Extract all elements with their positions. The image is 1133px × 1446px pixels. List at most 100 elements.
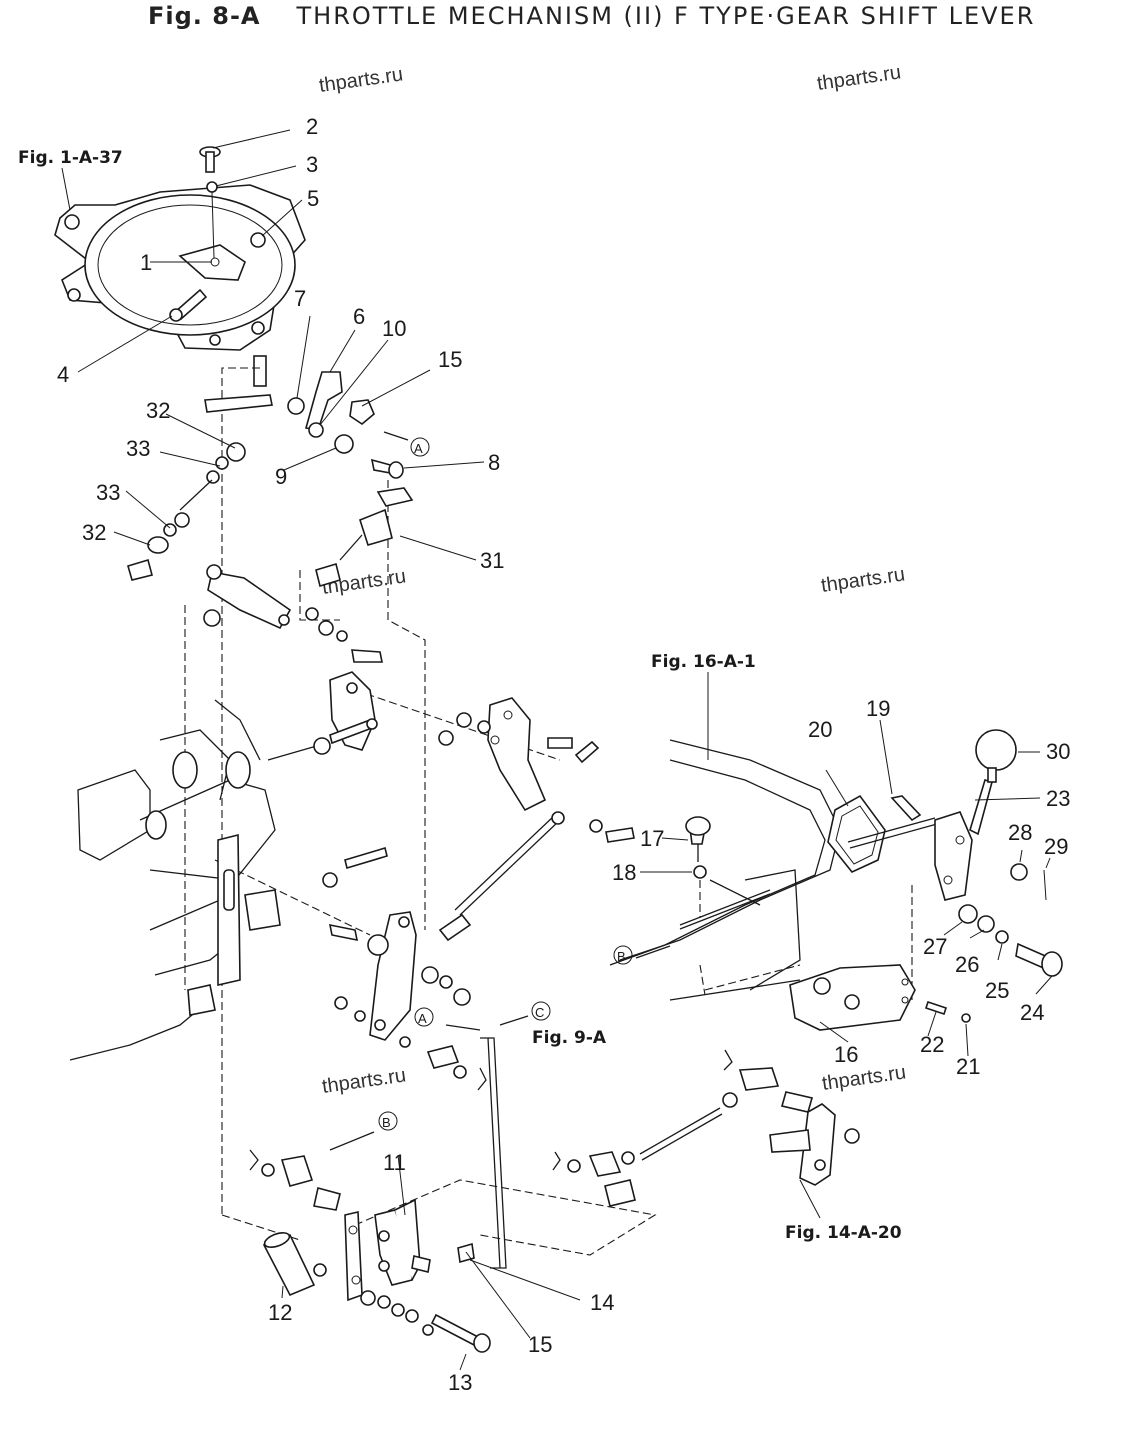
bottom-washers bbox=[360, 1290, 434, 1336]
cable-lower-2 bbox=[679, 893, 771, 930]
marker-b-right: B bbox=[613, 945, 671, 965]
lower-control-lever bbox=[367, 911, 417, 1041]
callout-15-top: 15 bbox=[438, 347, 462, 372]
callout-16: 16 bbox=[834, 1042, 858, 1067]
pin-part-29 bbox=[1043, 869, 1047, 901]
callout-33-bottom: 33 bbox=[96, 480, 120, 505]
washer-stack-middle bbox=[305, 607, 383, 663]
spring-part-22 bbox=[924, 1000, 948, 1016]
ref-fig-9-a: Fig. 9-A bbox=[532, 1028, 607, 1048]
pivot-stud bbox=[253, 355, 267, 387]
cable-lower bbox=[679, 889, 771, 926]
callout-13: 13 bbox=[448, 1370, 472, 1395]
spring-clip-part-15-top bbox=[349, 399, 375, 425]
watermark-1: thparts.ru bbox=[318, 63, 405, 97]
leader-fig-14-a-20 bbox=[799, 1179, 821, 1219]
figure-title: Fig. 8-A THROTTLE MECHANISM (II) F TYPE·G… bbox=[148, 2, 1035, 30]
ball-part-21 bbox=[961, 1013, 971, 1023]
washer-part-3 bbox=[206, 181, 218, 193]
callout-28: 28 bbox=[1008, 820, 1032, 845]
washer-part-10 bbox=[308, 422, 324, 438]
leader-fig-1-a-37 bbox=[61, 167, 71, 211]
bottom-linkage bbox=[249, 1149, 341, 1211]
ref-fig-1-a-37: Fig. 1-A-37 bbox=[18, 148, 123, 168]
figure-number: Fig. 8-A bbox=[148, 2, 261, 30]
callout-9: 9 bbox=[275, 464, 287, 489]
callout-11: 11 bbox=[383, 1150, 406, 1175]
callout-1: 1 bbox=[140, 250, 152, 275]
callout-19: 19 bbox=[866, 696, 890, 721]
svg-text:A: A bbox=[418, 1011, 427, 1026]
marker-a-lower: A bbox=[414, 1007, 481, 1031]
callout-3: 3 bbox=[306, 152, 318, 177]
lever-shaft-part-19 bbox=[847, 795, 938, 849]
bolt-part-4 bbox=[169, 288, 208, 322]
washer-part-28 bbox=[1010, 863, 1028, 881]
callout-26: 26 bbox=[955, 952, 979, 977]
assembly-line-8 bbox=[354, 1179, 657, 1256]
hull-outline-fig-16-a-1 bbox=[609, 739, 851, 1001]
long-throttle-rod bbox=[438, 811, 635, 942]
figure-title-text: THROTTLE MECHANISM (II) F TYPE·GEAR SHIF… bbox=[296, 2, 1036, 30]
throttle-bracket-plate bbox=[487, 697, 547, 812]
marker-b-lower: B bbox=[329, 1111, 398, 1151]
callout-7: 7 bbox=[294, 286, 306, 311]
assembly-line-4 bbox=[299, 570, 340, 621]
callout-12: 12 bbox=[268, 1300, 292, 1325]
lever-part-6 bbox=[304, 371, 343, 431]
knob-part-30 bbox=[975, 729, 1017, 783]
nut-part-5 bbox=[250, 232, 266, 248]
washer-part-25 bbox=[995, 930, 1009, 944]
callout-25: 25 bbox=[985, 978, 1009, 1003]
callout-27: 27 bbox=[923, 934, 947, 959]
washer-part-27 bbox=[958, 904, 978, 924]
ref-fig-14-a-20: Fig. 14-A-20 bbox=[785, 1223, 902, 1243]
assembly-line-5 bbox=[387, 480, 426, 930]
leader-lines bbox=[77, 129, 1053, 1371]
collar-part-7 bbox=[287, 397, 305, 415]
callout-24: 24 bbox=[1020, 1000, 1044, 1025]
svg-text:C: C bbox=[535, 1005, 544, 1020]
callout-6: 6 bbox=[353, 304, 365, 329]
marker-a-upper: A bbox=[383, 431, 430, 457]
callout-18: 18 bbox=[612, 860, 636, 885]
bolt-part-17 bbox=[685, 816, 711, 862]
sleeve-part-12 bbox=[262, 1232, 327, 1297]
throttle-lever-arm bbox=[203, 564, 292, 630]
washer-part-26 bbox=[977, 915, 995, 933]
shift-lever-part-23 bbox=[934, 779, 993, 901]
assembly-line-2 bbox=[221, 1214, 301, 1241]
callout-4: 4 bbox=[57, 362, 69, 387]
callout-5: 5 bbox=[307, 186, 319, 211]
callout-22: 22 bbox=[920, 1032, 944, 1057]
shift-rod-right bbox=[552, 1049, 814, 1207]
callout-23: 23 bbox=[1046, 786, 1070, 811]
shift-rod-part-14 bbox=[480, 1037, 507, 1269]
callout-32-top: 32 bbox=[146, 398, 170, 423]
lower-nuts-cluster bbox=[334, 966, 487, 1091]
linkage-fig-14-a-20 bbox=[769, 1103, 860, 1186]
connecting-rod-center bbox=[267, 718, 388, 942]
shift-bracket-part-11 bbox=[344, 1198, 475, 1302]
screw-part-2 bbox=[199, 146, 221, 173]
svg-text:B: B bbox=[617, 949, 626, 964]
bracket-nuts bbox=[438, 712, 600, 764]
engine-body-outline bbox=[69, 699, 281, 1061]
svg-text:B: B bbox=[382, 1115, 391, 1130]
marker-c: C bbox=[499, 1001, 551, 1026]
watermark-4: thparts.ru bbox=[820, 563, 907, 597]
callout-10: 10 bbox=[382, 316, 406, 341]
callout-14: 14 bbox=[590, 1290, 614, 1315]
callout-29: 29 bbox=[1044, 834, 1068, 859]
callout-15-bottom: 15 bbox=[528, 1332, 552, 1357]
centerline-part-3 bbox=[211, 191, 215, 259]
callout-20: 20 bbox=[808, 717, 832, 742]
bolt-part-8 bbox=[370, 458, 404, 479]
washer-part-9 bbox=[334, 434, 354, 454]
callout-32-bottom: 32 bbox=[82, 520, 106, 545]
callout-17: 17 bbox=[640, 826, 664, 851]
lever-bracket-part-16 bbox=[789, 964, 916, 1031]
rod-end-part-31 bbox=[315, 487, 414, 588]
